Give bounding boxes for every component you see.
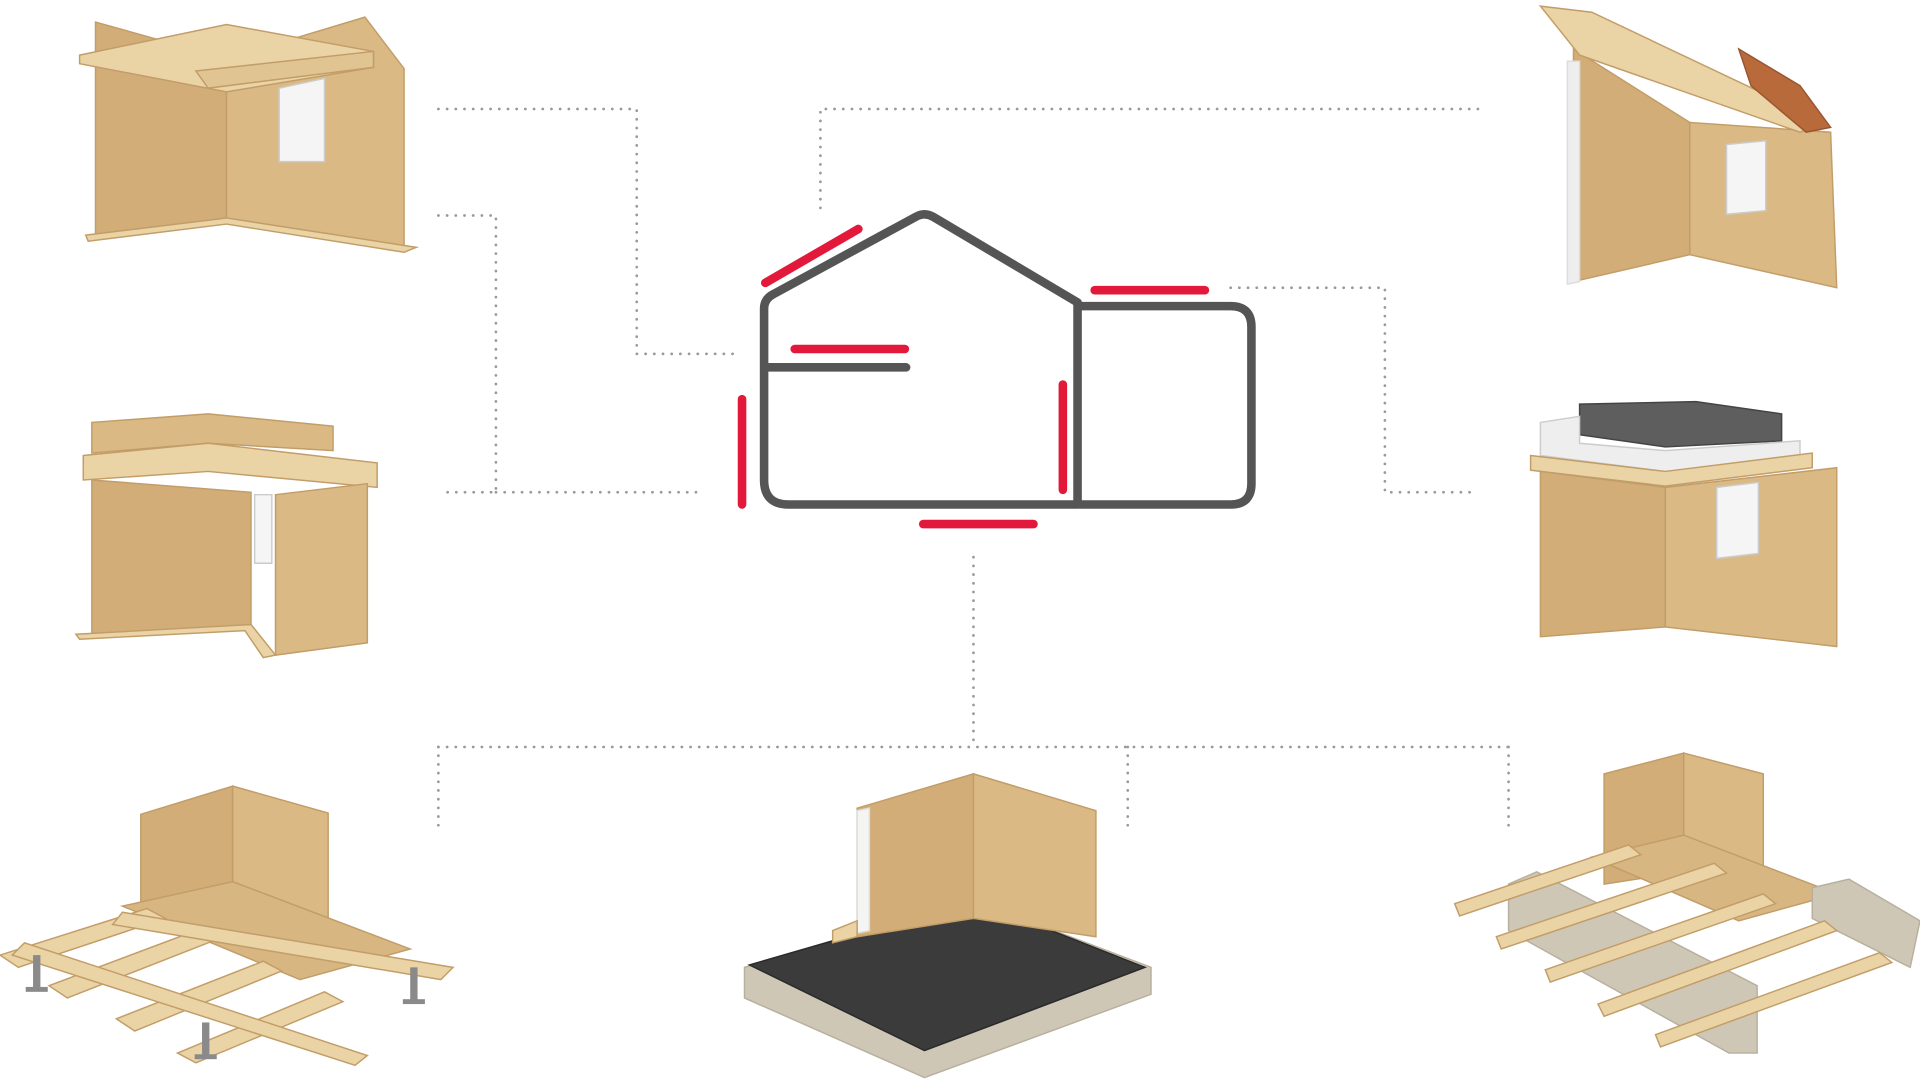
window-opening: [1716, 481, 1760, 560]
osb-wall-left: [1539, 470, 1667, 638]
joist: [1596, 919, 1839, 1018]
roof-joists: [1529, 452, 1813, 487]
joist: [1544, 893, 1778, 983]
beam: [10, 942, 369, 1067]
beam: [194, 50, 375, 89]
pedestal-base: [402, 999, 425, 1005]
osb-wall-right: [274, 482, 369, 656]
floor-on-foundation-beams-icon: [1453, 752, 1920, 1054]
roof-membrane: [1578, 400, 1783, 448]
floor-deck: [82, 442, 378, 489]
ground-slab-wall-junction-icon: [743, 772, 1152, 1079]
raised-floor-on-pedestals-icon: [0, 785, 455, 1067]
joist: [1453, 844, 1643, 917]
insulation-edge: [1566, 60, 1581, 285]
insulation-edge: [856, 807, 871, 934]
connector-lines: [437, 107, 1510, 834]
flat-roof-wall-junction-icon: [1529, 400, 1838, 648]
osb-wall-right: [972, 772, 1097, 938]
dotted-connector: [819, 107, 1480, 216]
osb-wall-right: [1664, 466, 1838, 648]
steel-pedestal: [33, 955, 41, 990]
house-main-outline: [759, 210, 1082, 509]
osb-wall-left: [856, 772, 975, 938]
steel-pedestal: [410, 967, 418, 1002]
window-opening: [1725, 140, 1767, 216]
osb-upper-wall: [91, 413, 334, 454]
roof-tiles: [1737, 47, 1832, 134]
sole-plate: [831, 919, 858, 944]
window-opening: [253, 493, 273, 564]
pitched-roof-wall-junction-icon: [1538, 5, 1838, 289]
sole-plate: [74, 623, 277, 659]
pedestal-base: [194, 1054, 217, 1060]
foundation-beam: [1811, 878, 1920, 969]
dotted-connector: [1229, 286, 1480, 494]
insulation-layer: [1539, 415, 1801, 473]
sole-plate: [84, 217, 420, 254]
window-opening: [278, 77, 326, 163]
dotted-connector: [437, 107, 743, 356]
steel-pedestal: [202, 1022, 210, 1057]
joist: [1654, 951, 1894, 1048]
pedestal-base: [25, 986, 48, 992]
intermediate-floor-wall-junction-icon: [78, 16, 420, 254]
joist: [114, 960, 284, 1032]
joist: [1495, 862, 1729, 950]
floor-slab-wall-junction-icon: [74, 413, 378, 659]
dotted-connector: [437, 214, 498, 494]
construction-modules: [0, 5, 1920, 1079]
osb-wall-left: [91, 479, 252, 638]
red-marker-roof: [761, 224, 863, 288]
house-section-icon: [737, 210, 1256, 529]
beam: [111, 911, 455, 981]
house-annex-outline: [1075, 301, 1256, 509]
